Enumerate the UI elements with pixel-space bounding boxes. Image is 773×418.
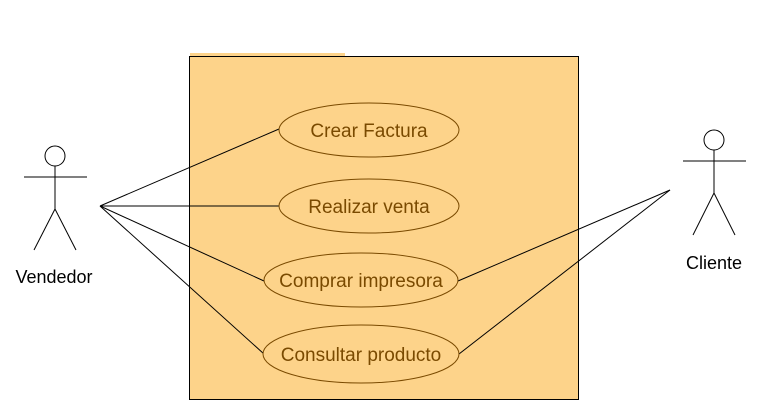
association-vendedor-consultar-producto — [99, 205, 265, 355]
association-vendedor-comprar-impresora — [99, 205, 265, 282]
use-case-ellipse — [262, 324, 460, 384]
association-cliente-consultar-producto — [458, 189, 671, 355]
use-case-comprar-impresora[interactable]: Comprar impresora — [263, 252, 459, 308]
use-case-ellipse — [278, 178, 460, 234]
actor-left-leg — [33, 208, 56, 251]
use-case-ellipse — [278, 102, 460, 158]
actor-left-leg — [692, 192, 715, 236]
use-case-realizar-venta[interactable]: Realizar venta — [278, 178, 460, 234]
association-vendedor-crear-factura — [99, 128, 280, 207]
use-case-crear-factura[interactable]: Crear Factura — [278, 102, 460, 158]
boundary-tab — [190, 53, 345, 57]
actor-right-leg — [54, 208, 77, 251]
use-case-consultar-producto[interactable]: Consultar producto — [262, 324, 460, 384]
actor-vendedor[interactable] — [24, 145, 87, 251]
use-case-ellipse — [263, 252, 459, 308]
actor-label-cliente: Cliente — [686, 253, 742, 273]
use-case-label: Realizar venta — [308, 197, 430, 218]
actor-cliente[interactable] — [683, 129, 746, 236]
actor-label-vendedor: Vendedor — [15, 267, 92, 287]
actor-right-leg — [713, 192, 736, 236]
association-cliente-comprar-impresora — [457, 189, 671, 282]
actor-head-icon — [44, 145, 66, 167]
association-lines — [99, 128, 671, 355]
actor-head-icon — [703, 129, 725, 151]
use-case-label: Consultar producto — [281, 345, 442, 366]
use-case-label: Comprar impresora — [279, 271, 443, 292]
use-case-label: Crear Factura — [310, 121, 428, 142]
